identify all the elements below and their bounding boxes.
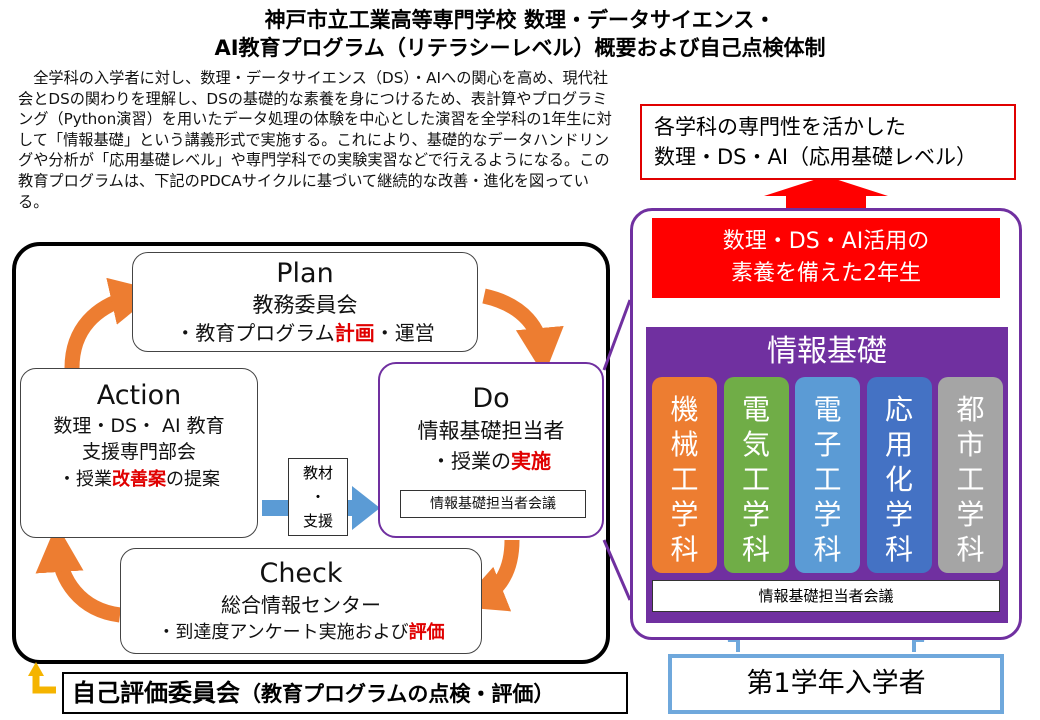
department-2: 電気工学科 (723, 377, 789, 573)
department-4: 応用化学科 (866, 377, 932, 573)
check-task: ・到達度アンケート実施および評価 (121, 619, 481, 647)
intro-paragraph: 全学科の入学者に対し、数理・データサイエンス（DS）・AIへの関心を高め、現代社… (18, 69, 612, 211)
department-5: 都市工学科 (938, 377, 1003, 573)
check-org: 総合情報センター (221, 593, 381, 617)
action-title: Action (96, 380, 182, 411)
plan-node: Plan 教務委員会 ・教育プログラム計画・運営 (132, 252, 478, 352)
page-title-line1: 神戸市立工業高等専門学校 数理・データサイエンス・ (264, 8, 776, 32)
check-node: Check 総合情報センター ・到達度アンケート実施および評価 (120, 548, 482, 654)
arrow-to-goal (764, 176, 888, 210)
do-task-pre: ・授業の (431, 449, 511, 473)
foundation-meeting-box: 情報基礎担当者会議 (652, 580, 1000, 612)
self-eval-arrow (32, 672, 56, 694)
do-node: Do 情報基礎担当者 ・授業の実施 情報基礎担当者会議 (378, 362, 604, 538)
plan-task-post: ・運営 (374, 321, 435, 345)
support-line1: 教材 (302, 464, 333, 482)
department-1: 機械工学科 (652, 377, 717, 573)
action-task: ・授業改善案の提案 (21, 465, 257, 495)
support-line3: 支援 (302, 512, 333, 530)
support-line2: ・ (310, 488, 326, 506)
do-title: Do (472, 383, 510, 414)
plan-org: 教務委員会 (252, 293, 358, 317)
arrow-do-to-check (457, 539, 520, 612)
self-eval-desc: （教育プログラムの点検・評価） (240, 682, 555, 706)
foundation-title: 情報基礎 (767, 334, 887, 369)
arrow-plan-to-do (482, 288, 564, 376)
sophomore-box: 数理・DS・AI活用の 素養を備えた2年生 (652, 218, 1000, 298)
plan-task: ・教育プログラム計画・運営 (133, 319, 477, 347)
action-task-pre: ・授業 (58, 469, 112, 490)
do-task: ・授業の実施 (380, 446, 602, 476)
check-task-em: 評価 (408, 622, 445, 643)
action-org-line1: 数理・DS・ AI 教育 (53, 415, 225, 437)
entrants-box: 第1学年入学者 (668, 654, 1004, 714)
do-task-em: 実施 (511, 449, 551, 473)
sophomore-line1: 数理・DS・AI活用の (722, 229, 930, 254)
plan-task-pre: ・教育プログラム (175, 321, 335, 345)
check-title: Check (259, 558, 343, 589)
department-3: 電子工学科 (795, 377, 860, 573)
action-task-em: 改善案 (112, 469, 166, 490)
arrow-check-to-action (35, 524, 122, 623)
self-evaluation-box: 自己評価委員会（教育プログラムの点検・評価） (62, 672, 628, 714)
do-meeting-box: 情報基礎担当者会議 (400, 490, 586, 518)
goal-line1: 各学科の専門性を活かした (654, 115, 906, 139)
do-org: 情報基礎担当者 (417, 419, 565, 443)
action-task-post: の提案 (166, 469, 220, 490)
connector-do-foundation (602, 299, 632, 601)
arrow-action-to-plan (64, 277, 159, 369)
plan-title: Plan (276, 258, 334, 289)
action-node: Action 数理・DS・ AI 教育 支援専門部会 ・授業改善案の提案 (20, 368, 258, 538)
page-title-line2: AI教育プログラム（リテラシーレベル）概要および自己点検体制 (214, 36, 826, 60)
sophomore-line2: 素養を備えた2年生 (731, 261, 921, 286)
plan-task-em: 計画 (334, 321, 375, 345)
goal-box: 各学科の専門性を活かした 数理・DS・AI（応用基礎レベル） (640, 104, 1016, 180)
self-eval-name: 自己評価委員会 (72, 679, 240, 707)
check-task-pre: ・到達度アンケート実施および (157, 622, 409, 643)
action-org-line2: 支援専門部会 (81, 441, 196, 463)
goal-line2: 数理・DS・AI（応用基礎レベル） (654, 145, 978, 169)
support-box: 教材 ・ 支援 (288, 458, 348, 536)
